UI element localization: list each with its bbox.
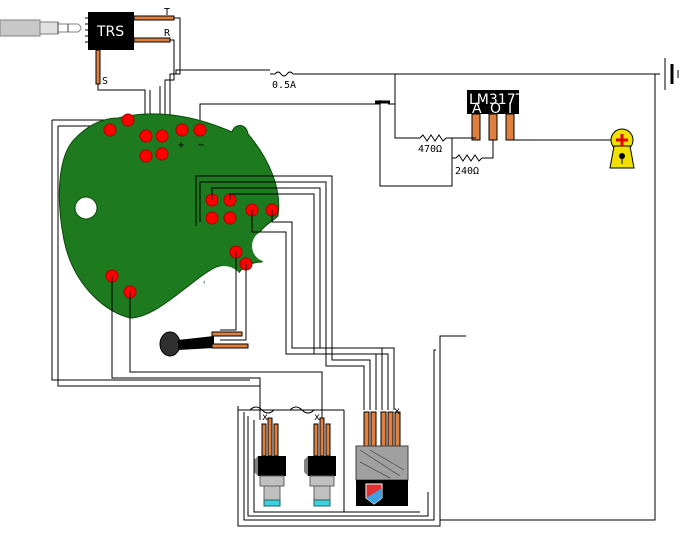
regulator-label: LM317T xyxy=(469,92,525,108)
microphone-icon xyxy=(159,331,249,357)
regulator-wires: 470Ω 240Ω xyxy=(379,74,612,187)
fuse-label: 0.5A xyxy=(272,80,296,91)
fuse: 0.5A xyxy=(270,71,395,91)
board-plus-label: + xyxy=(178,140,184,151)
resistor2-label: 240Ω xyxy=(455,166,479,177)
trs-label: TRS xyxy=(96,24,124,40)
switch: x xyxy=(355,406,409,506)
circuit-board: + − xyxy=(58,113,284,319)
lm317-regulator: LM317T A O I xyxy=(467,90,525,141)
trs-socket: TRS T R S xyxy=(85,7,175,87)
trs-pin-r: R xyxy=(164,28,171,39)
switch-mark: x xyxy=(394,406,400,417)
pad xyxy=(193,123,207,137)
regulator-pin-o: O xyxy=(490,101,501,117)
board-minus-label: − xyxy=(198,140,204,151)
pad xyxy=(175,123,189,137)
regulator-pin-a: A xyxy=(472,101,482,117)
trs-plug xyxy=(0,19,82,37)
regulator-pin-i: I xyxy=(508,101,512,117)
pad xyxy=(155,147,169,161)
trs-pin-s: S xyxy=(102,76,108,87)
board-pads xyxy=(103,113,279,299)
pad xyxy=(223,211,237,225)
potentiometer-2: x xyxy=(304,412,336,507)
pad xyxy=(103,123,117,137)
pad xyxy=(139,149,153,163)
potentiometer-1: x xyxy=(254,412,286,507)
battery xyxy=(395,58,679,521)
pad xyxy=(205,211,219,225)
lamp-icon xyxy=(609,128,635,169)
pot2-mark: x xyxy=(314,412,320,423)
pad xyxy=(155,129,169,143)
resistor1-label: 470Ω xyxy=(418,144,442,155)
pad xyxy=(121,113,135,127)
pot1-mark: x xyxy=(262,412,268,423)
pad xyxy=(139,129,153,143)
board-connector-wires xyxy=(111,175,395,420)
trs-pin-t: T xyxy=(164,7,170,18)
board-top-wires xyxy=(51,100,395,387)
pot-wires xyxy=(237,335,466,527)
